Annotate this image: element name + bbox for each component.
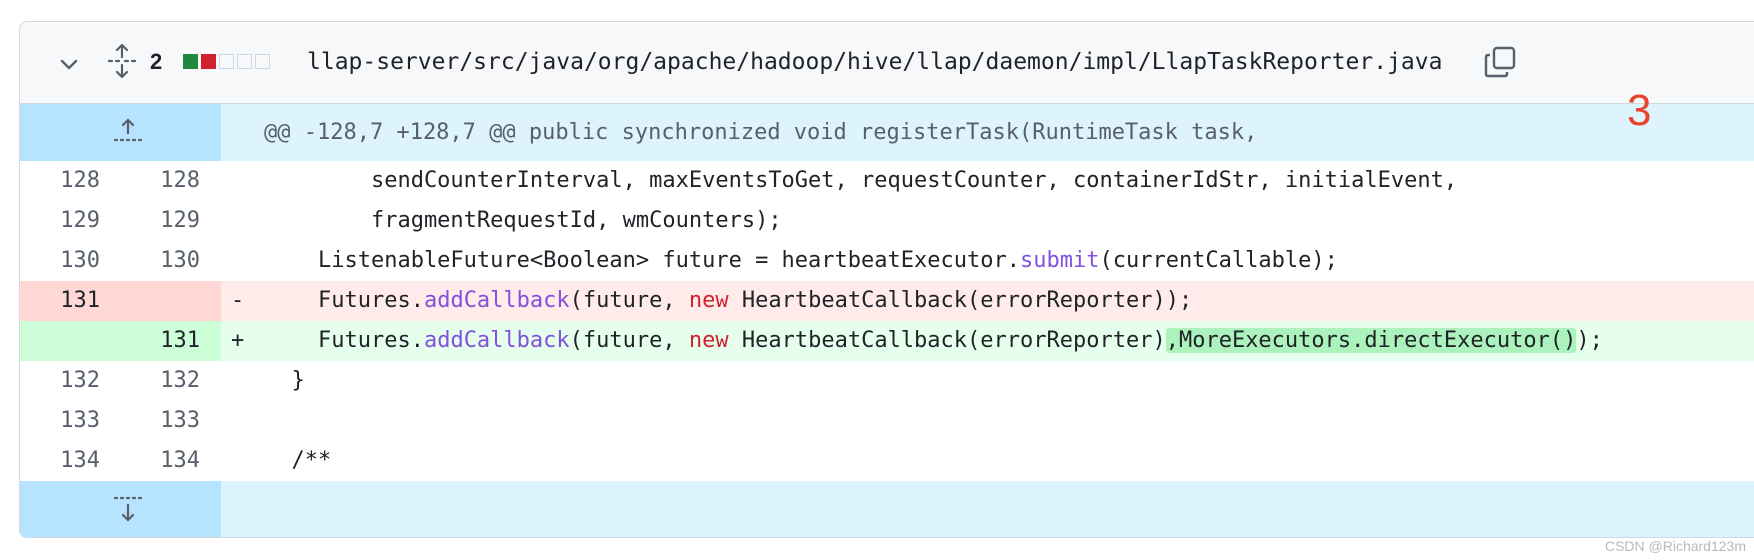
code-function: addCallback <box>423 328 570 353</box>
line-gutter: 128 128 <box>20 161 221 201</box>
new-line-number[interactable]: 132 <box>160 368 200 393</box>
code-text: /** <box>265 448 332 473</box>
line-gutter: 131 <box>20 321 221 361</box>
diff-line-added: 131 + Futures.addCallback(future, new He… <box>20 321 1754 361</box>
diff-marker: - <box>231 288 245 313</box>
code-function: addCallback <box>423 288 570 313</box>
code-keyword: new <box>688 288 729 313</box>
old-line-number[interactable]: 133 <box>60 408 100 433</box>
copy-icon[interactable] <box>1483 45 1517 79</box>
hunk-gutter <box>20 104 221 161</box>
diffstat-bar <box>183 54 273 71</box>
new-line-number[interactable] <box>140 281 200 321</box>
code-keyword: new <box>688 328 729 353</box>
line-gutter: 132 132 <box>20 361 221 401</box>
code-segment: Futures. <box>265 328 424 353</box>
code-segment: ListenableFuture<Boolean> future = heart… <box>265 248 1020 273</box>
diffstat-neutral-box <box>237 54 252 69</box>
old-line-number[interactable]: 128 <box>60 168 100 193</box>
code-text: fragmentRequestId, wmCounters); <box>265 208 782 233</box>
code-text: Futures.addCallback(future, new Heartbea… <box>265 281 1192 321</box>
code-segment: ); <box>1576 328 1603 353</box>
expand-gutter <box>20 481 221 537</box>
code-text: ListenableFuture<Boolean> future = heart… <box>265 241 1338 281</box>
old-line-number[interactable]: 129 <box>60 208 100 233</box>
line-gutter: 131 <box>20 281 221 321</box>
code-text: } <box>265 368 305 393</box>
code-inline-addition: ,MoreExecutors.directExecutor() <box>1165 328 1577 353</box>
code-segment: HeartbeatCallback(errorReporter)); <box>728 288 1193 313</box>
file-path-link[interactable]: llap-server/src/java/org/apache/hadoop/h… <box>307 49 1443 75</box>
diff-line: 129 129 fragmentRequestId, wmCounters); <box>20 201 1754 241</box>
line-gutter: 133 133 <box>20 401 221 441</box>
chevron-down-icon[interactable] <box>57 52 81 76</box>
diff-line: 132 132 } <box>20 361 1754 401</box>
diff-file: 2 llap-server/src/java/org/apache/hadoop… <box>19 21 1754 538</box>
annotation-number: 3 <box>1627 86 1652 135</box>
diffstat-neutral-box <box>219 54 234 69</box>
diffstat-neutral-box <box>255 54 270 69</box>
diff-line: 128 128 sendCounterInterval, maxEventsTo… <box>20 161 1754 201</box>
diffstat-del-box <box>201 54 216 69</box>
new-line-number[interactable]: 131 <box>160 328 200 353</box>
old-line-number[interactable]: 132 <box>60 368 100 393</box>
line-gutter: 129 129 <box>20 201 221 241</box>
diff-line: 134 134 /** <box>20 441 1754 481</box>
diff-line: 133 133 <box>20 401 1754 441</box>
code-function: submit <box>1019 248 1100 273</box>
unfold-icon[interactable] <box>104 43 140 79</box>
diffstat-count: 2 <box>150 49 163 74</box>
code-segment: (future, <box>569 288 689 313</box>
old-line-number[interactable] <box>40 321 100 361</box>
line-gutter: 130 130 <box>20 241 221 281</box>
diffstat-add-box <box>183 54 198 69</box>
code-text: Futures.addCallback(future, new Heartbea… <box>265 321 1603 361</box>
expand-down-row <box>20 481 1754 537</box>
fold-up-icon[interactable] <box>112 116 144 148</box>
code-text: sendCounterInterval, maxEventsToGet, req… <box>265 168 1458 193</box>
new-line-number[interactable]: 130 <box>160 248 200 273</box>
old-line-number[interactable]: 131 <box>60 288 100 313</box>
old-line-number[interactable]: 134 <box>60 448 100 473</box>
diff-line: 130 130 ListenableFuture<Boolean> future… <box>20 241 1754 281</box>
code-segment: (currentCallable); <box>1099 248 1338 273</box>
code-segment: Futures. <box>265 288 424 313</box>
code-segment: HeartbeatCallback(errorReporter) <box>728 328 1166 353</box>
new-line-number[interactable]: 128 <box>160 168 200 193</box>
diff-table: @@ -128,7 +128,7 @@ public synchronized … <box>20 104 1754 537</box>
watermark: CSDN @Richard123m <box>1604 538 1746 554</box>
new-line-number[interactable]: 133 <box>160 408 200 433</box>
new-line-number[interactable]: 134 <box>160 448 200 473</box>
hunk-header-text: @@ -128,7 +128,7 @@ public synchronized … <box>264 120 1258 145</box>
line-gutter: 134 134 <box>20 441 221 481</box>
code-segment: (future, <box>569 328 689 353</box>
old-line-number[interactable]: 130 <box>60 248 100 273</box>
file-header: 2 llap-server/src/java/org/apache/hadoop… <box>20 22 1754 104</box>
fold-down-icon[interactable] <box>112 493 144 525</box>
diff-marker: + <box>231 328 245 353</box>
hunk-header-row: @@ -128,7 +128,7 @@ public synchronized … <box>20 104 1754 161</box>
diff-line-deleted: 131 - Futures.addCallback(future, new He… <box>20 281 1754 321</box>
new-line-number[interactable]: 129 <box>160 208 200 233</box>
